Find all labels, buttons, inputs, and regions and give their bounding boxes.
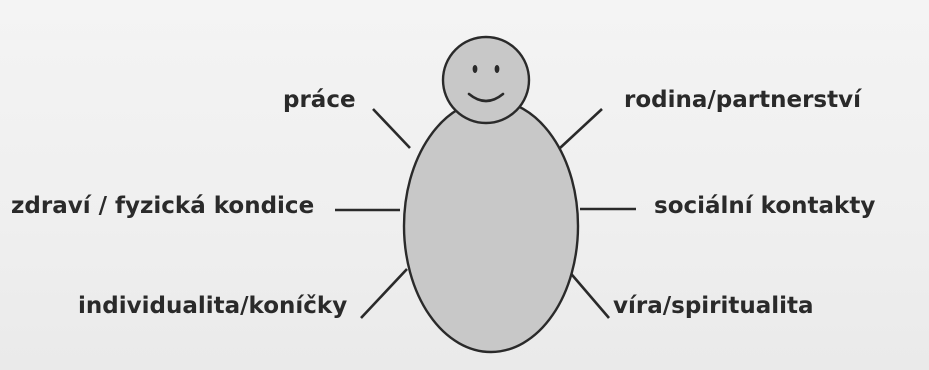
connector-individuality [361,269,407,318]
label-individuality: individualita/koníčky [78,295,347,318]
figure-body [404,100,578,352]
connector-faith [567,269,609,318]
connector-family [560,109,602,148]
figure-head [443,37,529,123]
label-social: sociální kontakty [654,195,875,218]
connector-work [373,109,410,148]
eye-left-icon [473,65,478,73]
eye-right-icon [495,65,500,73]
label-health: zdraví / fyzická kondice [11,195,314,218]
label-family: rodina/partnerství [624,89,861,112]
label-work: práce [283,89,356,112]
label-faith: víra/spiritualita [613,295,814,318]
